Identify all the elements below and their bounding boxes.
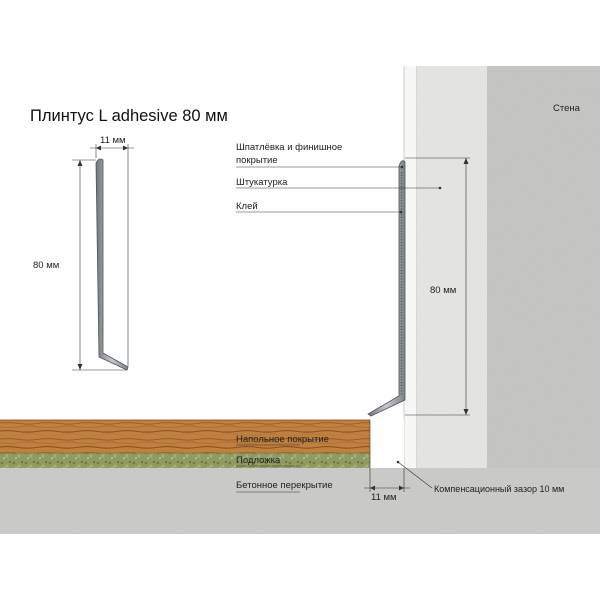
glue-label: Клей [236, 201, 258, 212]
profile-drawing [72, 144, 134, 371]
expansion-gap [370, 420, 404, 468]
section-height-label: 80 мм [430, 285, 456, 296]
plaster-layer [415, 66, 487, 468]
flooring-layer [0, 419, 370, 454]
flooring-label: Напольное покрытие [236, 434, 329, 445]
putty-finish-layer [403, 66, 416, 468]
concrete-label: Бетонное перекрытие [236, 480, 333, 491]
underlay-layer [0, 453, 370, 468]
wall-label: Стена [553, 103, 581, 114]
gap-width-dimension [364, 420, 410, 492]
profile-height-label: 80 мм [33, 260, 59, 271]
profile-width-label: 11 мм [100, 135, 126, 146]
concrete-slab [0, 468, 600, 534]
underlay-label: Подложка [236, 455, 281, 466]
putty-label: Шпатлёвка и финишное [236, 142, 342, 153]
wall [487, 66, 600, 468]
expansion-gap-label: Компенсационный зазор 10 мм [434, 484, 564, 494]
gap-width-label: 11 мм [371, 492, 397, 503]
section-height-dimension [405, 157, 470, 416]
plaster-label: Штукатурка [236, 177, 288, 188]
diagram-title: Плинтус L adhesive 80 мм [30, 107, 228, 125]
leader-lines [236, 165, 442, 493]
skirting-profile-section [367, 160, 406, 417]
putty-label-line2: покрытие [236, 155, 278, 166]
